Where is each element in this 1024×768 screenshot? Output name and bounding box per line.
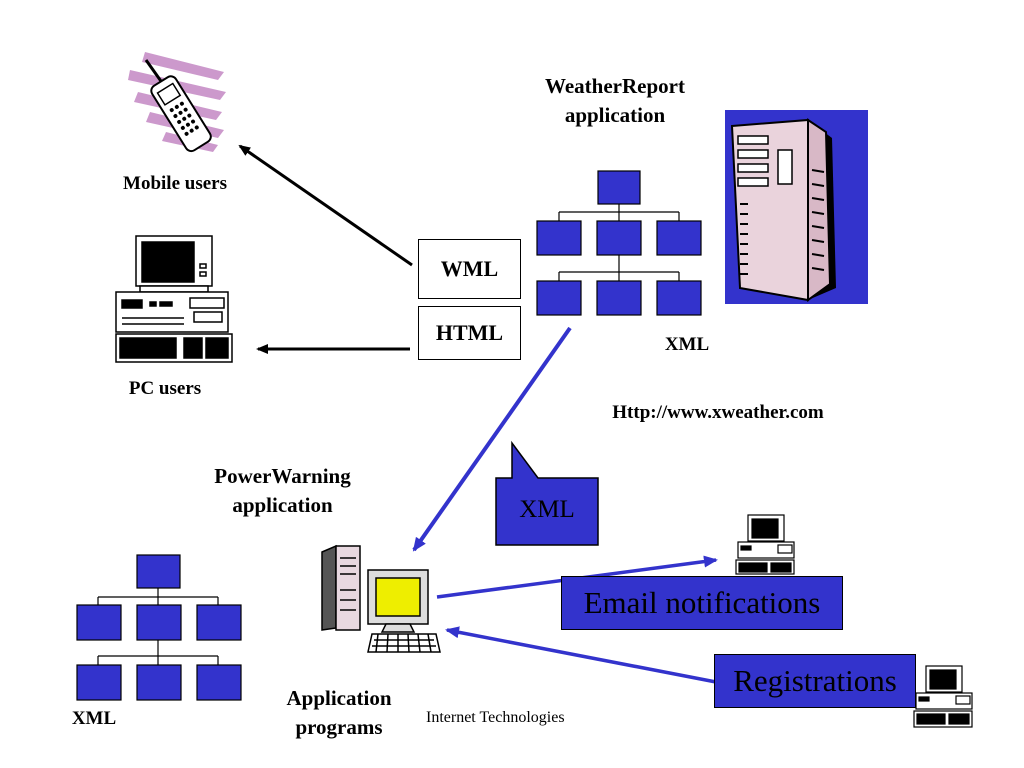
html-label: HTML bbox=[435, 320, 504, 345]
arrow-registrations-in bbox=[445, 626, 717, 684]
small-computer-icon-email bbox=[735, 514, 795, 575]
html-format-box: HTML bbox=[418, 306, 521, 360]
footer-label: Internet Technologies bbox=[426, 709, 565, 726]
application-programs-line1: Application bbox=[286, 686, 392, 710]
workstation-icon bbox=[321, 544, 441, 653]
small-computer-icon-registrations bbox=[913, 665, 973, 728]
powerwarning-title: PowerWarning application bbox=[190, 462, 375, 520]
email-notifications-box: Email notifications bbox=[561, 576, 843, 630]
weather-report-title: WeatherReport application bbox=[515, 72, 715, 130]
powerwarning-xml-tree bbox=[76, 554, 242, 701]
wml-label: WML bbox=[440, 256, 499, 281]
registrations-label: Registrations bbox=[733, 663, 897, 698]
weather-xml-tree bbox=[536, 170, 702, 316]
mobile-users-label: Mobile users bbox=[123, 173, 227, 194]
wml-format-box: WML bbox=[418, 239, 521, 299]
powerwarning-title-line1: PowerWarning bbox=[214, 464, 351, 488]
xml-callout-label: XML bbox=[519, 496, 575, 523]
powerwarning-title-line2: application bbox=[232, 493, 333, 517]
pc-users-label: PC users bbox=[128, 378, 202, 399]
application-programs-line2: programs bbox=[295, 715, 383, 739]
arrow-xml-feed bbox=[412, 326, 572, 552]
weather-xml-label: XML bbox=[664, 334, 710, 355]
email-notifications-label: Email notifications bbox=[583, 585, 821, 620]
pc-computer-icon bbox=[115, 235, 233, 363]
weather-url-label: Http://www.xweather.com bbox=[612, 402, 824, 423]
mobile-phone-icon bbox=[128, 52, 226, 153]
arrow-to-mobile-users bbox=[238, 144, 413, 267]
server-tower-icon bbox=[725, 110, 868, 304]
application-programs-label: Application programs bbox=[262, 684, 416, 742]
powerwarning-xml-label: XML bbox=[71, 708, 117, 729]
xml-callout-balloon bbox=[495, 440, 599, 546]
weather-report-title-line2: application bbox=[564, 103, 666, 127]
weather-report-title-line1: WeatherReport bbox=[545, 74, 685, 98]
registrations-box: Registrations bbox=[714, 654, 916, 708]
